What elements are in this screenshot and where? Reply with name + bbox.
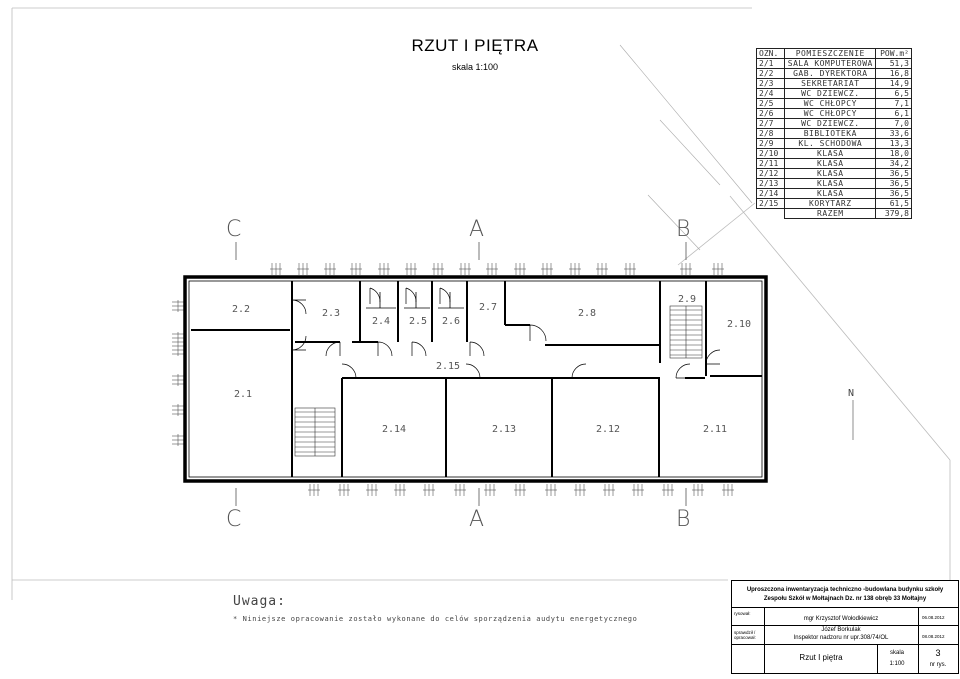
title-block-divider [918,608,919,673]
window-markers [172,263,734,496]
title-block-drawn-row: rysował: mgr Krzysztof Wołodkiewicz 06.0… [732,608,958,626]
sheet-number: 3 [935,648,941,658]
drawn-name: mgr Krzysztof Wołodkiewicz [803,616,879,622]
room-2-11-label: 2.11 [703,424,727,435]
north-arrow: N [848,388,854,440]
section-c-top: C [226,217,241,242]
title-block-header: Uproszczona inwentaryzacja techniczno -b… [732,581,958,608]
room-2-15-label: 2.15 [436,361,460,372]
room-2-8-label: 2.8 [578,308,596,319]
checked-label-2: opracował: [734,635,756,640]
title-block-footer-row: Rzut I piętra skala 1:100 3 nr rys. [732,645,958,673]
interior-walls [191,281,762,477]
room-2-5-label: 2.5 [409,316,427,327]
title-block-divider [764,608,765,673]
room-2-9-label: 2.9 [678,294,696,305]
scale-label: skala 1:100 [451,62,499,72]
section-b-top: B [676,217,690,242]
drawing-name: Rzut I piętra [799,653,843,662]
room-2-1-label: 2.1 [234,389,252,400]
section-lines [235,242,687,506]
schedule-total-value: 379,8 [875,208,912,219]
oblique-hatching [619,44,753,251]
footer-scale-value: 1:100 [889,661,905,667]
checked-name-1: Józef Borkulak [821,627,861,633]
schedule-header-row: OZN. POMIESZCZENIE POW.m² [755,48,912,59]
staircase-upper [669,305,703,359]
schedule-total-blank [756,208,786,219]
room-2-7-label: 2.7 [479,302,497,313]
title-block-checked-row: sprawdził / opracował: Józef Borkulak In… [732,626,958,645]
room-2-2-label: 2.2 [232,304,250,315]
room-2-12-label: 2.12 [596,424,620,435]
door-swings [291,287,721,379]
room-2-10-label: 2.10 [727,319,751,330]
title-block-header-line1: Uproszczona inwentaryzacja techniczno -b… [746,587,944,593]
section-c-bottom: C [226,507,241,532]
title-block-header-line2: Zespołu Szkół w Mołtajnach Dz. nr 138 ob… [763,596,927,602]
section-a-top: A [469,217,484,242]
staircase-lower [294,407,336,457]
room-labels: 2.2 2.3 2.4 2.5 2.6 2.7 2.8 2.9 2.10 2.1… [232,294,751,435]
footer-scale-label: skala [889,650,904,656]
section-a-bottom: A [469,507,484,532]
room-2-4-label: 2.4 [372,316,390,327]
section-b-bottom: B [676,507,690,532]
room-2-6-label: 2.6 [442,316,460,327]
checked-label-1: sprawdził / [734,630,756,635]
exterior-walls [183,275,768,483]
checked-name-2: Inspektor nadzoru nr upr.308/74/OL [793,635,889,641]
partition-walls [366,292,464,309]
drawn-date: 06.08.2012 [922,615,945,620]
note-text: * Niniejsze opracowanie zostało wykonane… [233,615,638,623]
room-2-14-label: 2.14 [382,424,406,435]
north-label: N [848,388,854,399]
sheet-frame [11,7,951,600]
title-block: Uproszczona inwentaryzacja techniczno -b… [731,580,959,674]
room-2-3-label: 2.3 [322,308,340,319]
drawn-label: rysował: [734,611,751,616]
room-2-13-label: 2.13 [492,424,516,435]
note-heading: Uwaga: [233,594,286,609]
sheet-label: nr rys. [929,662,947,668]
page-title: RZUT I PIĘTRA [411,36,539,55]
checked-date: 08.08.2012 [922,634,945,639]
title-block-divider [877,645,878,673]
